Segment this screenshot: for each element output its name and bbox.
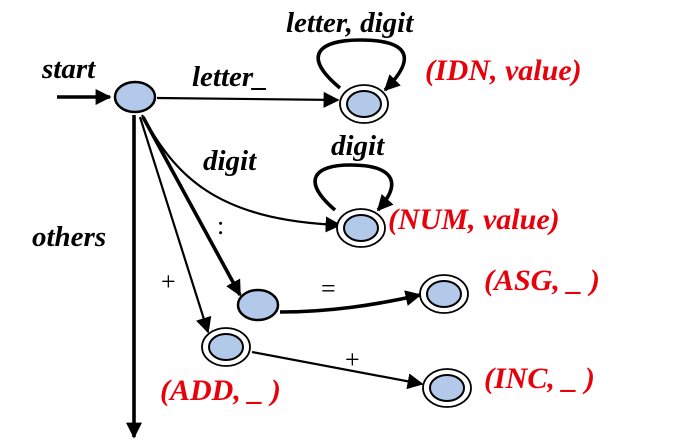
state-idn (339, 84, 389, 124)
label-letter-digit: letter, digit (286, 7, 414, 39)
state-start (113, 80, 157, 114)
state-asg (419, 274, 469, 314)
label-equals: = (321, 274, 336, 303)
label-plus-2: + (345, 345, 360, 374)
loop-idn (316, 38, 407, 92)
label-others: others (32, 221, 106, 253)
token-add: (ADD, _ ) (160, 374, 281, 407)
label-digit-loop: digit (331, 130, 385, 162)
token-num: (NUM, value) (388, 203, 560, 236)
token-asg: (ASG, _ ) (484, 264, 600, 297)
label-digit: digit (203, 145, 257, 177)
state-add (201, 327, 251, 367)
label-start: start (41, 53, 96, 85)
token-inc: (INC, _ ) (484, 362, 595, 395)
label-colon: : (217, 211, 224, 240)
state-num (336, 208, 386, 248)
edge-plus-1 (138, 116, 212, 334)
edge-colon (141, 116, 242, 297)
token-idn: (IDN, value) (425, 54, 582, 87)
edge-letter (156, 91, 340, 108)
label-letter: letter_ (192, 61, 268, 93)
state-colon (236, 288, 280, 322)
loop-num (313, 163, 394, 212)
edge-equals (279, 290, 422, 314)
label-plus-1: + (161, 267, 176, 296)
state-inc (422, 368, 472, 408)
edge-plus-2 (251, 350, 424, 390)
